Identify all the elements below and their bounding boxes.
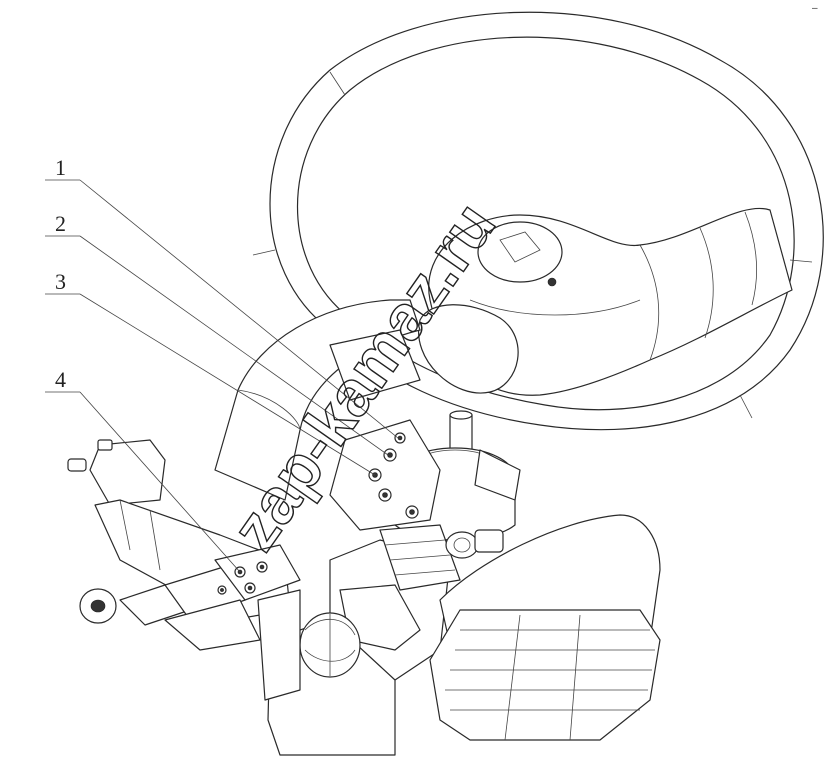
lower-column-housing (267, 524, 461, 756)
left-stalk-assembly (67, 439, 301, 701)
callout-3-leader (79, 293, 376, 476)
callout-label-4: 4 (55, 367, 66, 392)
callout-label-2: 2 (55, 211, 66, 236)
callout-label-1: 1 (55, 155, 66, 180)
callout-4-leader (79, 391, 241, 573)
steering-wheel (252, 11, 824, 431)
tilt-bracket (329, 419, 441, 531)
callout-leaders (45, 179, 399, 573)
callout-1-leader (79, 179, 399, 439)
upper-column-shroud (214, 299, 421, 501)
callout-label-3: 3 (55, 269, 66, 294)
corner-mark: – (812, 3, 818, 14)
right-stalk-switch (445, 449, 521, 559)
callout-2-leader (79, 235, 389, 456)
right-console (429, 514, 661, 741)
